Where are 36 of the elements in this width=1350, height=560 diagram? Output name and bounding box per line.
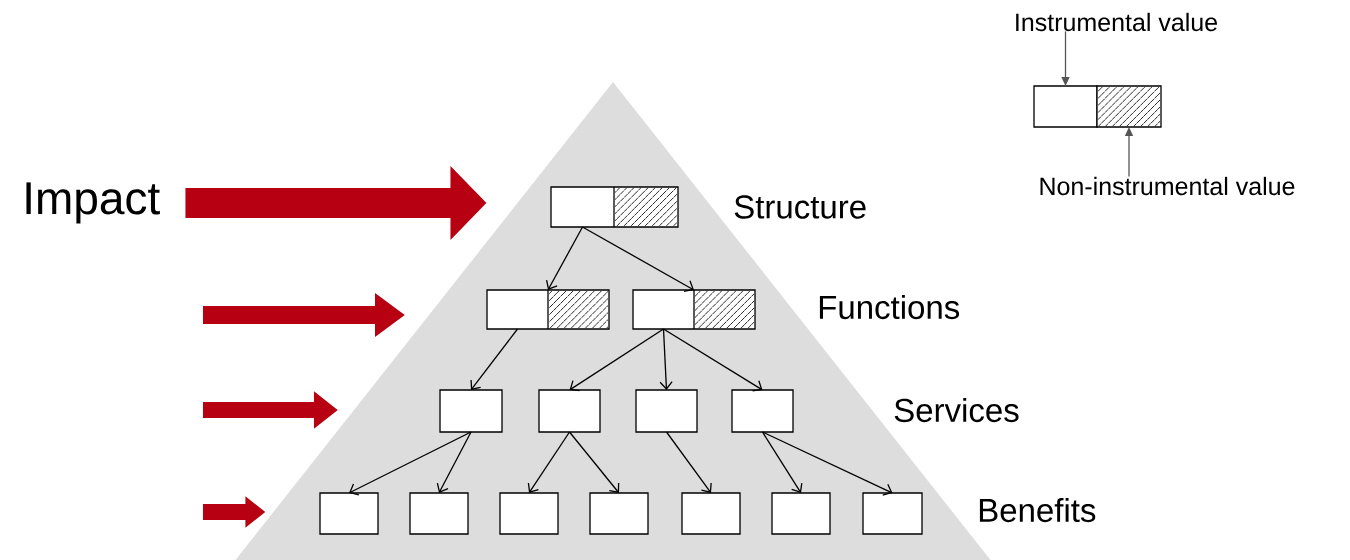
arrow	[659, 328, 673, 390]
arrow	[527, 431, 571, 493]
legend-label: Non-instrumental value	[1040, 176, 1295, 196]
arrow	[470, 328, 519, 390]
value-box	[550, 186, 679, 228]
arrow	[349, 431, 472, 496]
arrow	[568, 431, 620, 493]
level-label: Services	[894, 397, 1019, 423]
arrow	[665, 431, 712, 493]
arrow	[662, 328, 763, 392]
level-label: Functions	[819, 294, 960, 320]
arrow	[1061, 30, 1070, 86]
arrow	[545, 226, 584, 290]
value-box	[439, 389, 503, 433]
impact-label: Impact	[26, 182, 160, 224]
arrow	[761, 431, 803, 493]
arrow	[569, 328, 665, 392]
value-box	[409, 492, 469, 535]
legend-label: Instrumental value	[1016, 12, 1217, 32]
arrow	[761, 431, 893, 496]
value-box	[589, 492, 649, 535]
value-box	[499, 492, 559, 535]
value-box	[486, 289, 610, 330]
arrow	[581, 226, 694, 292]
value-box	[771, 492, 831, 535]
arrow	[436, 431, 472, 493]
value-box	[731, 389, 794, 433]
value-box	[862, 492, 923, 535]
value-box	[632, 289, 756, 330]
value-box	[319, 492, 379, 535]
level-label: Benefits	[979, 497, 1096, 523]
legend-box	[1033, 85, 1098, 128]
level-label: Structure	[734, 195, 866, 219]
value-box	[635, 389, 698, 433]
value-box	[538, 389, 601, 433]
value-box	[681, 492, 741, 535]
